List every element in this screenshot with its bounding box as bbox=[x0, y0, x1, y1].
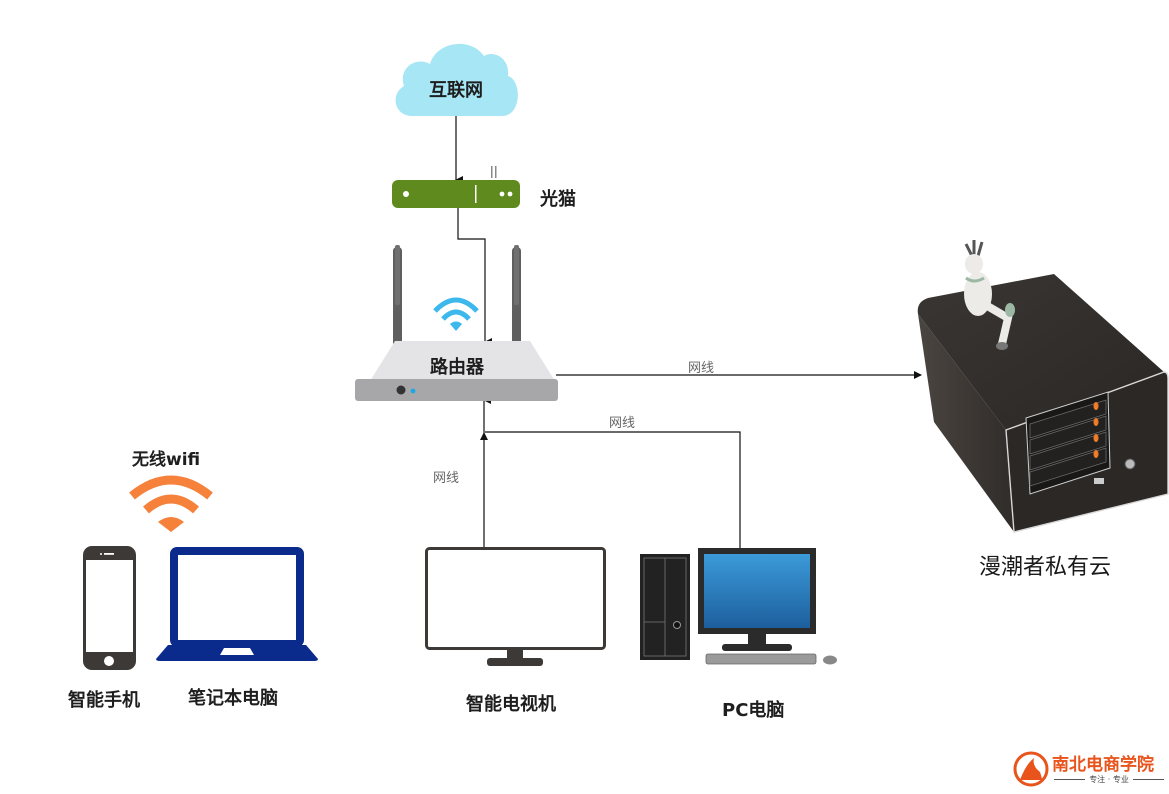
pc-label: PC电脑 bbox=[722, 700, 785, 721]
watermark-title: 南北电商学院 bbox=[1052, 755, 1154, 775]
logo-mark-icon bbox=[1013, 751, 1049, 787]
edge-label-pc-router: 网线 bbox=[609, 416, 636, 431]
edge-modem-router bbox=[457, 208, 492, 346]
nas-label: 漫潮者私有云 bbox=[979, 555, 1112, 580]
pc-monitor-icon bbox=[698, 548, 816, 651]
edge-label-router-nas: 网线 bbox=[688, 361, 715, 376]
desktop-pc-icon bbox=[640, 548, 837, 665]
watermark-logo: 南北电商学院 专注 · 专业 bbox=[1012, 748, 1168, 790]
divider bbox=[1054, 779, 1086, 780]
internet-node: 互联网 bbox=[390, 36, 522, 118]
deer-figurine-icon bbox=[964, 240, 1015, 350]
pc-tower-icon bbox=[640, 554, 690, 660]
smartphone-icon bbox=[83, 546, 136, 670]
divider bbox=[1132, 779, 1165, 780]
modem-label: 光猫 bbox=[540, 189, 576, 210]
laptop-icon bbox=[156, 547, 318, 661]
pc-node bbox=[640, 548, 840, 672]
edge-pc-router bbox=[485, 431, 741, 548]
watermark-subtitle-row: 专注 · 专业 bbox=[1054, 774, 1165, 785]
nas-node bbox=[914, 232, 1169, 542]
router-node: 路由器 bbox=[355, 245, 559, 407]
router-wifi-icon bbox=[433, 297, 479, 321]
tv-icon bbox=[425, 547, 606, 666]
phone-label: 智能手机 bbox=[68, 690, 140, 711]
laptop-label: 笔记本电脑 bbox=[188, 688, 278, 709]
modem-icon bbox=[392, 166, 520, 208]
modem-node bbox=[392, 166, 522, 216]
watermark-subtitle: 专注 · 专业 bbox=[1089, 775, 1129, 784]
edge-label-tv-router: 网线 bbox=[433, 471, 460, 486]
router-icon bbox=[355, 245, 558, 401]
keyboard-icon bbox=[705, 653, 817, 665]
wireless-wifi-node bbox=[126, 470, 216, 536]
nas-server-icon bbox=[917, 240, 1169, 533]
tv-label: 智能电视机 bbox=[466, 694, 556, 715]
wireless-label: 无线wifi bbox=[132, 450, 201, 470]
laptop-node bbox=[156, 547, 318, 667]
tv-node bbox=[425, 547, 607, 673]
mouse-icon bbox=[823, 655, 837, 665]
wifi-icon bbox=[129, 475, 213, 532]
internet-label: 互联网 bbox=[429, 80, 483, 101]
router-label: 路由器 bbox=[430, 357, 484, 378]
phone-node bbox=[82, 546, 138, 676]
cloud-icon bbox=[395, 43, 518, 116]
